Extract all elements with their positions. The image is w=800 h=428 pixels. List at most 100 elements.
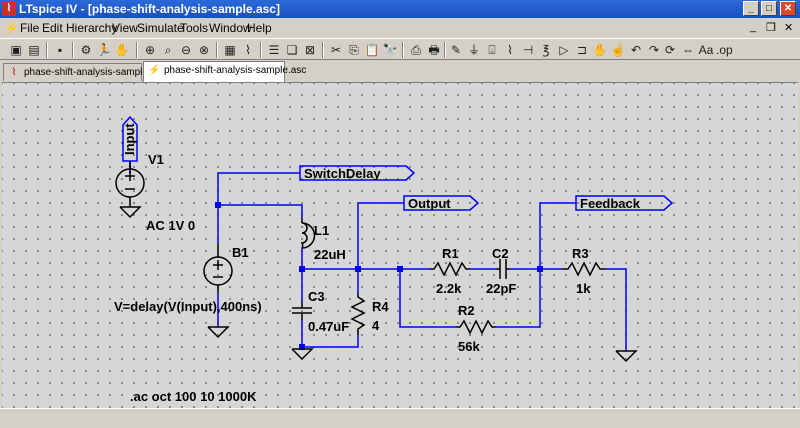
text-icon[interactable]: Aa <box>698 43 714 57</box>
close-all-icon[interactable]: ⊠ <box>304 43 316 57</box>
tile-horizontal-icon[interactable]: ☰ <box>268 43 280 57</box>
control-panel-icon[interactable]: ⚙ <box>80 43 92 57</box>
drag-icon[interactable]: ☝ <box>610 43 626 57</box>
toolbar-separator <box>322 42 324 58</box>
print-icon[interactable]: 🖶 <box>428 43 440 57</box>
label-net-icon[interactable]: ⍗ <box>488 43 496 57</box>
ground-c3 <box>291 348 314 361</box>
waveform-icon: ⌇ <box>11 67 17 78</box>
menu-bar: ⚡ File Edit Hierarchy View Simulate Tool… <box>0 18 800 38</box>
net-label-switch-delay-text: SwitchDelay <box>304 166 381 181</box>
menu-edit[interactable]: Edit <box>42 21 63 35</box>
zoom-out-icon[interactable]: ⊖ <box>180 43 192 57</box>
find-icon[interactable]: 🔭 <box>382 43 398 57</box>
schematic-icon[interactable]: ⚡ <box>4 21 19 35</box>
zoom-in-icon[interactable]: ⊕ <box>144 43 156 57</box>
print-setup-icon[interactable]: ⎙ <box>411 43 421 57</box>
inductor-icon[interactable]: ℥ <box>542 43 550 57</box>
net-label-feedback-text: Feedback <box>580 196 641 211</box>
capacitor-icon[interactable]: ⊣ <box>522 43 534 57</box>
c3-name: C3 <box>308 289 325 304</box>
undo-icon[interactable]: ↶ <box>630 43 642 57</box>
tab-schematic[interactable]: ⚡ phase-shift-analysis-sample.asc <box>143 61 306 82</box>
run-icon[interactable]: 🏃 <box>96 43 112 57</box>
waveform-icon[interactable]: ⌇ <box>245 43 251 57</box>
r3-value: 1k <box>576 281 591 296</box>
capacitor-c3[interactable] <box>292 301 312 320</box>
l1-name: L1 <box>314 223 329 238</box>
l1-value: 22uH <box>314 247 346 262</box>
mirror-icon[interactable]: ⇔ <box>682 43 694 57</box>
draw-wire-icon[interactable]: ✎ <box>450 43 462 57</box>
spice-directive-icon[interactable]: .op <box>716 43 733 57</box>
component-icon[interactable]: ⊐ <box>576 43 588 57</box>
close-button[interactable]: ✕ <box>780 1 796 16</box>
tab-label: phase-shift-analysis-sample.asc <box>164 65 307 76</box>
cut-icon[interactable]: ✂ <box>330 43 342 57</box>
toolbar-separator <box>260 42 262 58</box>
ground-icon[interactable]: ⏚ <box>467 43 480 57</box>
menu-simulate[interactable]: Simulate <box>137 21 184 35</box>
r2-value: 56k <box>458 339 480 354</box>
menu-help[interactable]: Help <box>247 21 272 35</box>
move-icon[interactable]: ✋ <box>592 43 608 57</box>
new-schematic-icon[interactable]: ▣ <box>10 43 22 57</box>
resistor-icon[interactable]: ⌇ <box>507 43 513 57</box>
title-bar: ⌇ LTspice IV - [phase-shift-analysis-sam… <box>0 0 800 18</box>
zoom-fit-icon[interactable]: ⊗ <box>198 43 210 57</box>
open-icon[interactable]: ▤ <box>28 43 40 57</box>
wires <box>129 161 627 351</box>
mdi-minimize-button[interactable]: _ <box>750 21 757 33</box>
r3-name: R3 <box>572 246 589 261</box>
menu-window[interactable]: Window <box>209 21 252 35</box>
toolbar-separator <box>444 42 446 58</box>
toolbar-separator <box>402 42 404 58</box>
halt-icon[interactable]: ✋ <box>114 43 130 57</box>
inductor-l1[interactable] <box>300 218 316 249</box>
behavioral-source-b1[interactable] <box>203 243 233 339</box>
b1-name: B1 <box>232 245 249 260</box>
menu-tools[interactable]: Tools <box>180 21 209 35</box>
net-label-switch-delay[interactable]: SwitchDelay <box>299 165 416 181</box>
autorange-icon[interactable]: ▦ <box>224 43 236 57</box>
r4-name: R4 <box>372 299 389 314</box>
resistor-r3[interactable] <box>562 261 606 277</box>
minimize-button[interactable]: _ <box>743 1 759 16</box>
pan-icon[interactable]: ⌕ <box>164 43 172 57</box>
net-label-feedback[interactable]: Feedback <box>575 195 674 211</box>
capacitor-c2[interactable] <box>496 259 510 279</box>
tab-label: phase-shift-analysis-sample.asc <box>24 67 167 78</box>
diode-icon[interactable]: ▷ <box>559 43 569 57</box>
toolbar-separator <box>216 42 218 58</box>
rotate-icon[interactable]: ⟳ <box>664 43 676 57</box>
copy-icon[interactable]: ⎘ <box>349 43 359 57</box>
spice-directive[interactable]: .ac oct 100 10 1000K <box>130 389 257 404</box>
resistor-r1[interactable] <box>430 261 470 277</box>
ground-r3 <box>615 350 638 363</box>
maximize-button[interactable]: □ <box>761 1 777 16</box>
paste-icon[interactable]: 📋 <box>364 43 380 57</box>
resistor-r2[interactable] <box>456 319 496 335</box>
menu-view[interactable]: View <box>112 21 138 35</box>
mdi-close-button[interactable]: ✕ <box>784 22 794 34</box>
toolbar-separator <box>46 42 48 58</box>
net-label-input-text: Input <box>122 123 137 155</box>
b1-value: V=delay(V(Input),400ns) <box>114 299 262 314</box>
redo-icon[interactable]: ↷ <box>648 43 660 57</box>
save-icon[interactable]: ▪ <box>57 43 63 57</box>
mdi-restore-button[interactable]: ❐ <box>766 22 776 34</box>
toolbar-separator <box>72 42 74 58</box>
schematic-canvas[interactable]: Input SwitchDelay Output Feedback <box>2 82 798 408</box>
document-tabs: ⌇ phase-shift-analysis-sample.asc ⚡ phas… <box>0 60 800 82</box>
schematic-icon: ⚡ <box>148 65 161 76</box>
net-label-output-text: Output <box>408 196 451 211</box>
menu-hierarchy[interactable]: Hierarchy <box>66 21 118 35</box>
cascade-icon[interactable]: ❏ <box>286 43 298 57</box>
tab-waveform[interactable]: ⌇ phase-shift-analysis-sample.asc <box>3 63 166 81</box>
menu-file[interactable]: File <box>20 21 40 35</box>
voltage-source-v1[interactable] <box>115 161 145 219</box>
resistor-r4[interactable] <box>350 293 366 335</box>
r1-name: R1 <box>442 246 459 261</box>
net-label-input[interactable]: Input <box>122 115 138 162</box>
net-label-output[interactable]: Output <box>403 195 480 211</box>
